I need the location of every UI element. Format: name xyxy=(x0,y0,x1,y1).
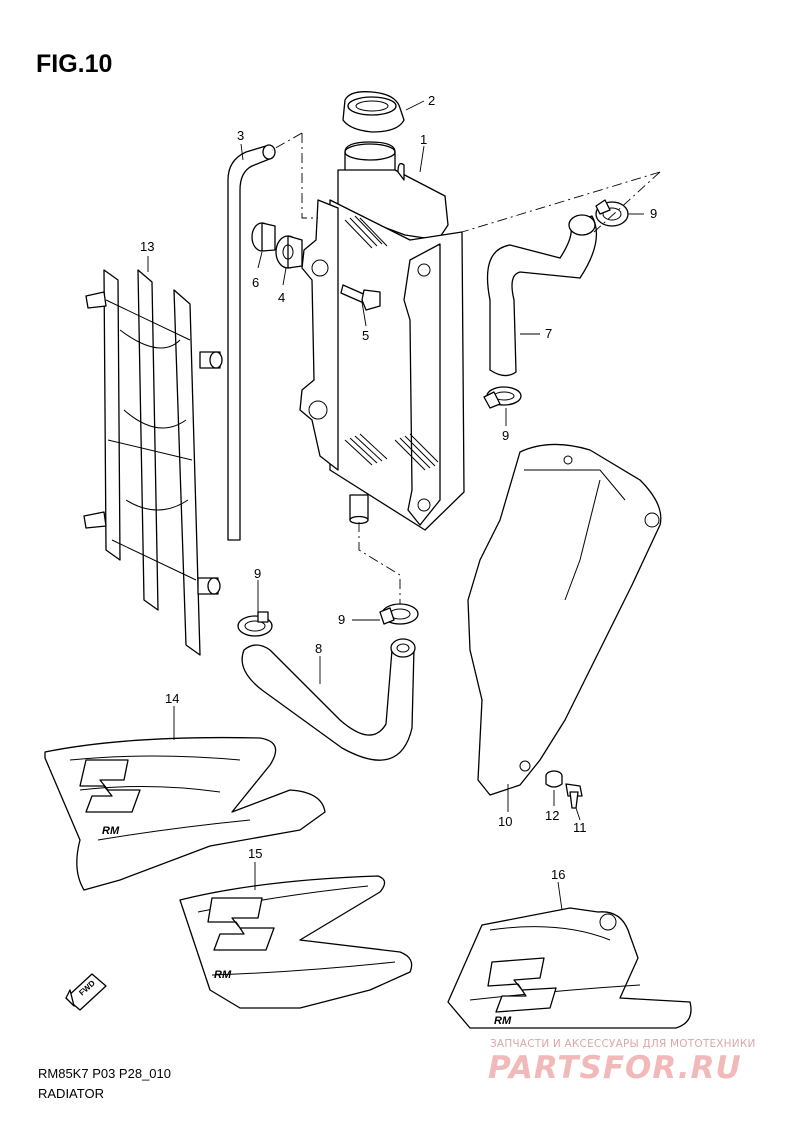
decal-model-mark-14: RM xyxy=(102,825,120,837)
shroud-decal-left xyxy=(44,736,326,891)
decal-model-mark-15: RM xyxy=(214,969,232,981)
hose-clamp-upper-lower xyxy=(483,386,522,409)
callout-11: 11 xyxy=(573,820,587,835)
upper-radiator-hose xyxy=(486,214,598,377)
model-code: RM85K7 P03 P28_010 xyxy=(38,1066,171,1081)
radiator-cap xyxy=(342,91,405,133)
forward-direction-badge: FWD xyxy=(65,973,107,1011)
assembly-dash-lines xyxy=(271,132,661,604)
decal-model-marks: RM RM RM xyxy=(102,825,512,1027)
mount-grommet xyxy=(251,222,276,252)
callout-9-lower-left: 9 xyxy=(254,566,261,581)
callout-15: 15 xyxy=(248,846,262,861)
callout-5: 5 xyxy=(362,328,369,343)
hose-clamp-lower-left xyxy=(237,611,273,637)
callout-1: 1 xyxy=(420,132,427,147)
leader-lines xyxy=(147,100,644,911)
radiator-louver xyxy=(83,269,223,656)
decal-model-mark-16: RM xyxy=(494,1015,512,1027)
screw xyxy=(565,783,583,809)
callout-7: 7 xyxy=(545,326,552,341)
shroud-decal-middle xyxy=(179,875,413,1009)
callout-3: 3 xyxy=(237,128,244,143)
shroud-decal-right xyxy=(447,907,692,1029)
lower-radiator-hose xyxy=(241,638,416,761)
hose-clamp-upper-right xyxy=(595,199,629,227)
callout-labels: 1 2 3 4 5 6 7 8 9 9 9 9 10 11 12 13 14 1… xyxy=(140,93,657,882)
figure-title: FIG.10 xyxy=(36,50,113,78)
hose-clamp-lower-right xyxy=(379,603,419,625)
radiator-body xyxy=(299,141,465,531)
callout-6: 6 xyxy=(252,275,259,290)
callout-2: 2 xyxy=(428,93,435,108)
callout-9-lower-right: 9 xyxy=(338,612,345,627)
callout-8: 8 xyxy=(315,641,322,656)
bolt xyxy=(340,284,381,311)
callout-10: 10 xyxy=(498,814,512,829)
breather-hose xyxy=(227,144,276,541)
callout-12: 12 xyxy=(545,808,559,823)
callout-14: 14 xyxy=(165,691,179,706)
callout-9-upper-hose: 9 xyxy=(502,428,509,443)
callout-13: 13 xyxy=(140,239,154,254)
mount-cushion xyxy=(275,235,303,269)
radiator-shroud xyxy=(467,443,662,796)
callout-9-upper-right: 9 xyxy=(650,206,657,221)
nut xyxy=(545,770,563,788)
watermark-subtitle: ЗАПЧАСТИ И АКСЕССУАРЫ ДЛЯ МОТОТЕХНИКИ xyxy=(490,1038,756,1050)
section-name: RADIATOR xyxy=(38,1086,104,1101)
callout-16: 16 xyxy=(551,867,565,882)
callout-4: 4 xyxy=(278,290,285,305)
watermark-brand: PARTSFOR.RU xyxy=(488,1050,742,1086)
